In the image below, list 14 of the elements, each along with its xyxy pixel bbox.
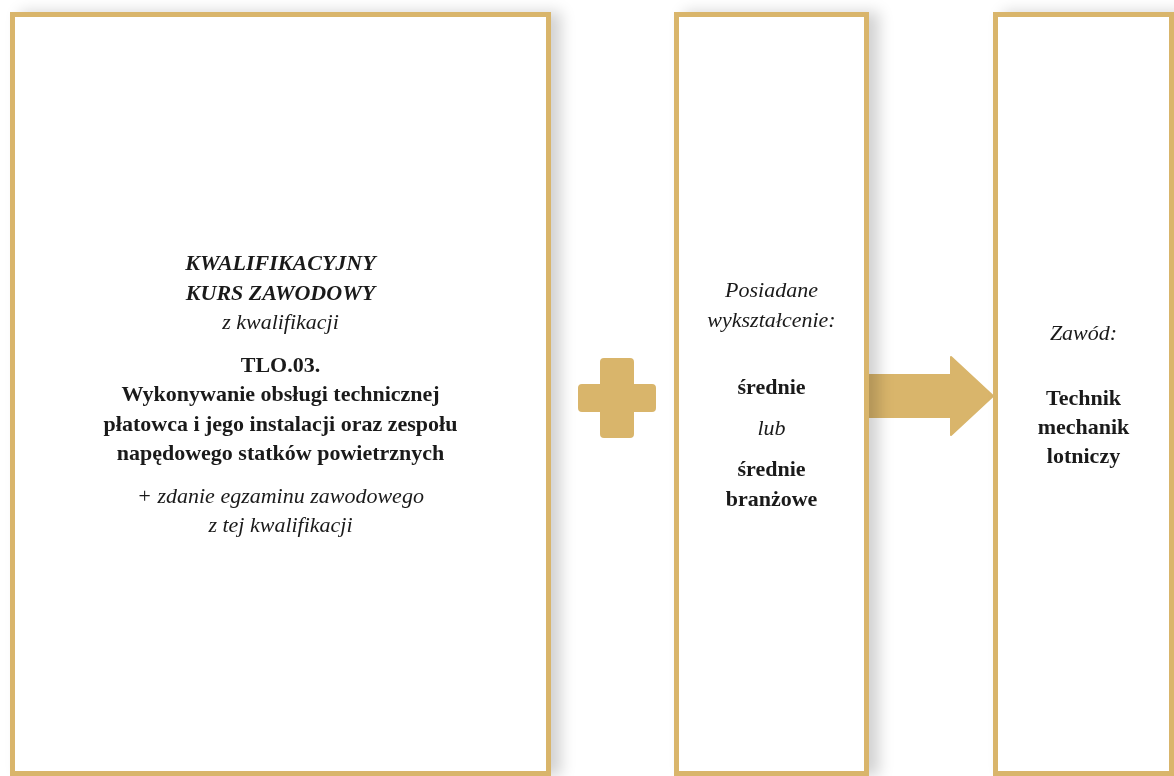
note-text: + zdanie egzaminu zawodowego z tej kwalifikacji	[136, 482, 425, 540]
heading-text: Technik mechanik lotniczy	[1036, 383, 1131, 471]
heading-text: Wykonywanie obsługi technicznej płatowca i jego instalacji oraz zespołu napędowego statków powietrznych	[102, 380, 459, 467]
text-panel	[993, 12, 1174, 776]
text-panel	[10, 12, 551, 776]
note-text: Posiadane wykształcenie:	[706, 276, 837, 334]
heading-text: TLO.03.	[239, 351, 322, 380]
text-panel	[674, 12, 869, 776]
note-text: Zawód:	[1048, 318, 1119, 347]
heading-text: średnie	[736, 372, 807, 401]
note-text: lub	[756, 414, 787, 442]
heading-text: średnie branżowe	[724, 455, 819, 513]
arrow	[868, 356, 994, 436]
note-text: z kwalifikacji	[221, 307, 340, 336]
